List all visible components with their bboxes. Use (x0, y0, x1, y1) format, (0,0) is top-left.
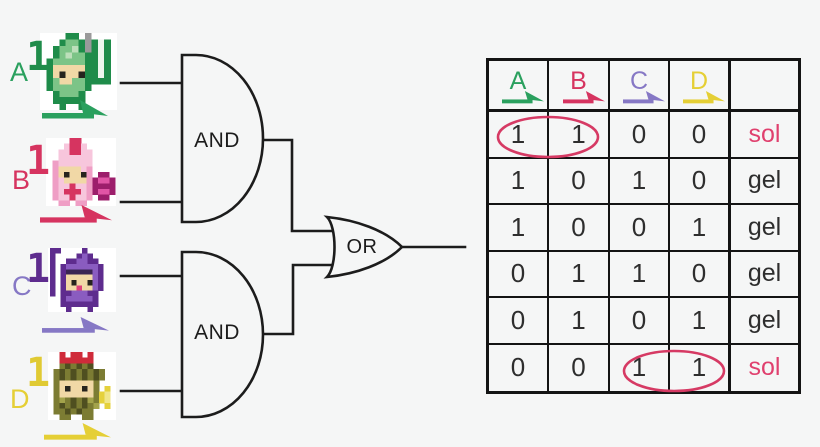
olive-knight-sprite (53, 352, 111, 420)
table-cell: 1 (610, 251, 670, 298)
input-c-count: 1 (26, 246, 51, 292)
table-cell: 0 (670, 112, 731, 159)
input-b-arrow-icon (40, 205, 112, 224)
table-cell: 0 (610, 112, 670, 159)
input-b-label: B (12, 165, 31, 195)
input-d-count: 1 (26, 350, 51, 396)
wire-and-top-to-or (260, 138, 340, 233)
table-header-a: A (489, 61, 549, 112)
table-cell: 1 (489, 112, 549, 159)
header-letter: D (689, 66, 709, 95)
green-hero-sprite (46, 33, 111, 110)
header-arrow-icon (683, 90, 725, 103)
header-letter: C (629, 66, 649, 95)
table-cell: 1 (549, 298, 610, 345)
table-result-cell: gel (731, 159, 798, 205)
table-header-d: D (670, 61, 731, 112)
table-cell: 0 (610, 298, 670, 345)
and-gate-bottom-label: AND (194, 321, 240, 344)
table-cell: 0 (549, 344, 610, 391)
header-arrow-icon (502, 90, 544, 103)
table-cell: 0 (489, 251, 549, 298)
table-cell: 1 (610, 344, 670, 391)
header-arrow-icon (623, 90, 665, 103)
input-c-label: C (12, 271, 32, 301)
table-result-cell: gel (731, 252, 798, 298)
pink-cleric-sprite (52, 138, 116, 206)
table-cell: 0 (489, 298, 549, 345)
table-cell: 0 (670, 251, 731, 298)
input-c-sprite-tile (48, 248, 116, 312)
and-gate-top-label: AND (194, 129, 240, 152)
header-letter: B (570, 66, 587, 95)
input-a-sprite-tile (40, 33, 117, 110)
header-arrow-icon (562, 90, 605, 103)
table-cell: 0 (610, 205, 670, 252)
purple-witch-sprite (50, 248, 104, 312)
or-gate-label: OR (346, 236, 378, 258)
input-b-count: 1 (26, 138, 51, 184)
input-d-sprite-tile (48, 352, 116, 420)
table-header-c: C (610, 61, 670, 112)
table-cell: 1 (489, 205, 549, 252)
input-a-count: 1 (26, 34, 51, 80)
table-result-cell: gel (731, 205, 798, 252)
table-cell: 1 (670, 344, 731, 391)
table-result-cell: gel (731, 298, 798, 345)
input-a-label: A (10, 57, 29, 87)
input-b-sprite-tile (46, 138, 116, 206)
input-c-arrow-icon (42, 317, 109, 334)
table-cell: 0 (670, 158, 731, 205)
wire-and-bottom-to-or (260, 263, 340, 336)
table-result-cell: sol (731, 112, 798, 159)
table-cell: 0 (549, 205, 610, 252)
table-cell: 1 (670, 205, 731, 252)
input-d-arrow-icon (44, 423, 111, 441)
table-cell: 1 (670, 298, 731, 345)
table-cell: 0 (489, 344, 549, 391)
table-cell: 1 (610, 158, 670, 205)
table-header-b: B (549, 61, 610, 112)
table-result-cell: sol (748, 353, 781, 382)
input-a-arrow-icon (42, 100, 108, 120)
table-cell: 1 (549, 112, 610, 159)
table-header-result (731, 61, 798, 112)
header-letter: A (509, 66, 527, 95)
input-d-label: D (10, 384, 30, 414)
table-cell: 1 (549, 251, 610, 298)
table-cell: 0 (549, 158, 610, 205)
table-cell: 1 (489, 158, 549, 205)
